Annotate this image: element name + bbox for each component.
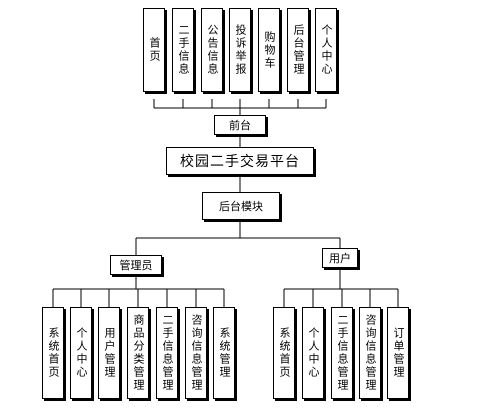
user-node: 用户 bbox=[322, 248, 358, 268]
admin-category-management: 商品分类管理 bbox=[127, 307, 149, 399]
backend-module-node: 后台模块 bbox=[202, 192, 280, 220]
module-secondhand-info: 二手信息 bbox=[172, 8, 194, 92]
platform-title: 校园二手交易平台 bbox=[166, 147, 314, 175]
user-personal-center: 个人中心 bbox=[302, 307, 324, 399]
user-order-management: 订单管理 bbox=[387, 307, 409, 399]
module-announcement: 公告信息 bbox=[201, 8, 223, 92]
admin-node: 管理员 bbox=[110, 255, 162, 275]
module-complaint-report: 投诉举报 bbox=[229, 8, 251, 92]
module-backend-management: 后台管理 bbox=[287, 8, 309, 92]
user-system-home: 系统首页 bbox=[273, 307, 295, 399]
admin-system-management: 系统管理 bbox=[213, 307, 235, 399]
front-node: 前台 bbox=[214, 115, 266, 135]
module-personal-center: 个人中心 bbox=[315, 8, 337, 92]
user-secondhand-info-management: 二手信息管理 bbox=[331, 307, 353, 399]
admin-personal-center: 个人中心 bbox=[70, 307, 92, 399]
admin-consult-info-management: 咨询信息管理 bbox=[185, 307, 207, 399]
user-consult-info-management: 咨询信息管理 bbox=[359, 307, 381, 399]
admin-system-home: 系统首页 bbox=[42, 307, 64, 399]
admin-user-management: 用户管理 bbox=[98, 307, 120, 399]
module-home: 首页 bbox=[143, 8, 165, 92]
admin-secondhand-info-management: 二手信息管理 bbox=[156, 307, 178, 399]
module-shopping-cart: 购物车 bbox=[258, 8, 280, 92]
